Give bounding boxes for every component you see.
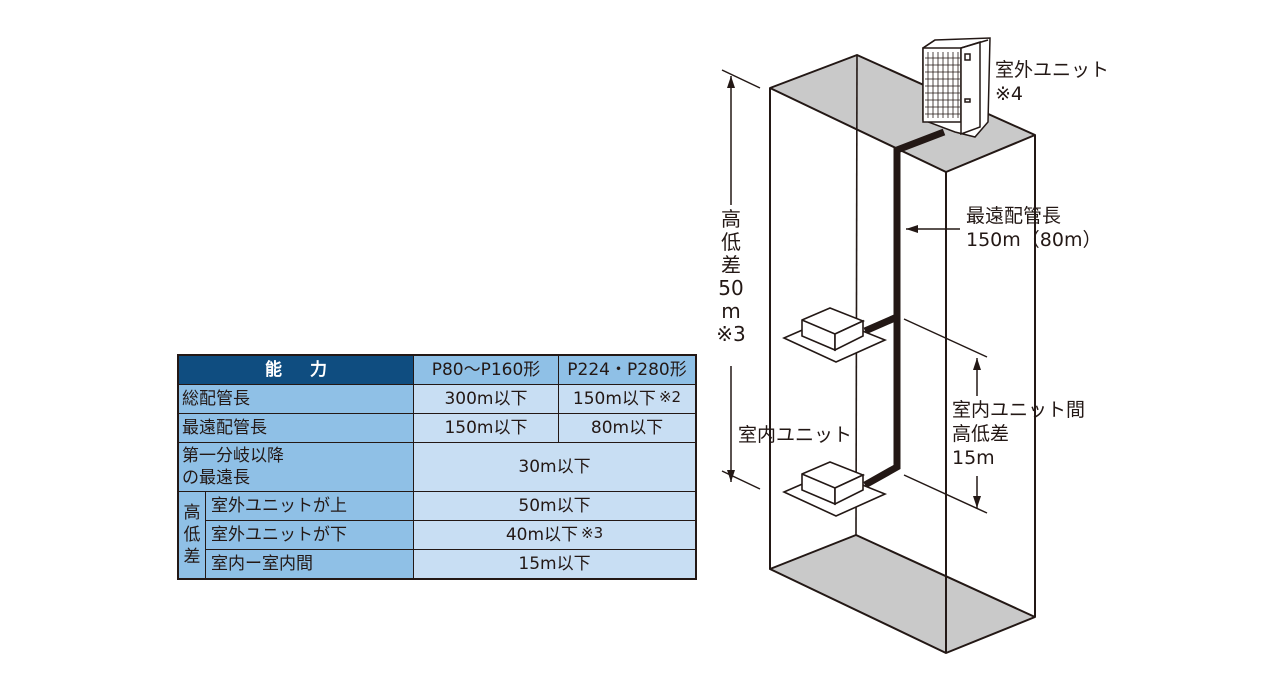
- outdoor-unit-name: 室外ユニット: [995, 59, 1110, 81]
- table-row: 最遠配管長 150m以下 80m以下: [177, 413, 697, 443]
- farthest-pipe-label: 最遠配管長 150m（80m）: [966, 204, 1101, 252]
- vchar: 高: [721, 207, 741, 231]
- table-row: 第一分岐以降 の最遠長 30m以下: [177, 442, 697, 492]
- footnote-mark: ※2: [658, 388, 682, 406]
- vchar: 低: [721, 230, 741, 254]
- cell-value: 150m以下: [413, 413, 559, 443]
- outdoor-unit-note: ※4: [995, 83, 1024, 105]
- row-label-farthest-pipe: 最遠配管長: [177, 413, 414, 443]
- row-label-total-pipe: 総配管長: [177, 384, 414, 414]
- cell-text: 40m以下: [505, 525, 579, 545]
- farthest-pipe-value: 150m（80m）: [966, 229, 1102, 251]
- indoor-unit-label: 室内ユニット: [738, 424, 853, 446]
- indoor-height-value: 15m: [952, 447, 995, 469]
- header-col-p80-p160: P80〜P160形: [413, 354, 559, 385]
- cell-value: 150m以下※2: [558, 384, 697, 414]
- cell-text: 150m以下: [572, 389, 656, 409]
- cell-value: 80m以下: [558, 413, 697, 443]
- label-line: 第一分岐以降: [182, 446, 284, 466]
- vchar: 差: [721, 253, 741, 277]
- height-dim-50m: [721, 69, 761, 490]
- label-line: の最遠長: [182, 468, 250, 488]
- table-row: 総配管長 300m以下 150m以下※2: [177, 384, 697, 414]
- row-label-outdoor-below: 室外ユニットが下: [205, 520, 414, 550]
- refrigerant-pipe: [863, 128, 946, 489]
- group-char: 低: [183, 525, 201, 545]
- spec-table: 能力 P80〜P160形 P224・P280形 総配管長 300m以下 150m…: [177, 354, 697, 580]
- height-diff-value: 50: [718, 276, 744, 300]
- cell-value: 50m以下: [413, 491, 697, 521]
- height-diff-label: 高 低 差 50 m ※3: [711, 208, 751, 346]
- header-col-p224-p280: P224・P280形: [558, 354, 697, 385]
- height-dim-15m: [903, 318, 988, 514]
- row-label-outdoor-above: 室外ユニットが上: [205, 491, 414, 521]
- edge-back: [855, 54, 858, 536]
- height-diff-note: ※3: [716, 322, 746, 346]
- height-diff-unit: m: [721, 299, 741, 323]
- cell-value: 15m以下: [413, 549, 697, 580]
- group-label-height-diff: 高 低 差: [177, 491, 206, 580]
- row-label-after-first-branch: 第一分岐以降 の最遠長: [177, 442, 414, 492]
- group-char: 差: [183, 547, 201, 567]
- indoor-unit-upper-icon: [782, 307, 888, 363]
- indoor-unit-lower-icon: [782, 461, 888, 517]
- indoor-height-line1: 室内ユニット間: [952, 399, 1086, 421]
- cell-value: 30m以下: [413, 442, 697, 492]
- farthest-pipe-arrow: [906, 225, 960, 233]
- indoor-height-diff-label: 室内ユニット間 高低差 15m: [952, 398, 1085, 470]
- row-label-indoor-indoor: 室内ー室内間: [205, 549, 414, 580]
- building-floor: [769, 534, 1036, 654]
- outdoor-unit-label: 室外ユニット ※4: [995, 58, 1109, 106]
- cell-value: 300m以下: [413, 384, 559, 414]
- group-char: 高: [183, 503, 201, 523]
- table-row: 高 低 差 室外ユニットが上 50m以下: [177, 491, 697, 580]
- farthest-pipe-name: 最遠配管長: [966, 205, 1062, 227]
- outdoor-unit-icon: [922, 37, 991, 138]
- footnote-mark: ※3: [581, 524, 604, 542]
- table-row: 室内ー室内間 15m以下: [178, 549, 697, 580]
- cell-value: 40m以下※3: [413, 520, 697, 550]
- indoor-height-line2: 高低差: [952, 423, 1010, 445]
- table-row: 室外ユニットが下 40m以下※3: [178, 520, 697, 550]
